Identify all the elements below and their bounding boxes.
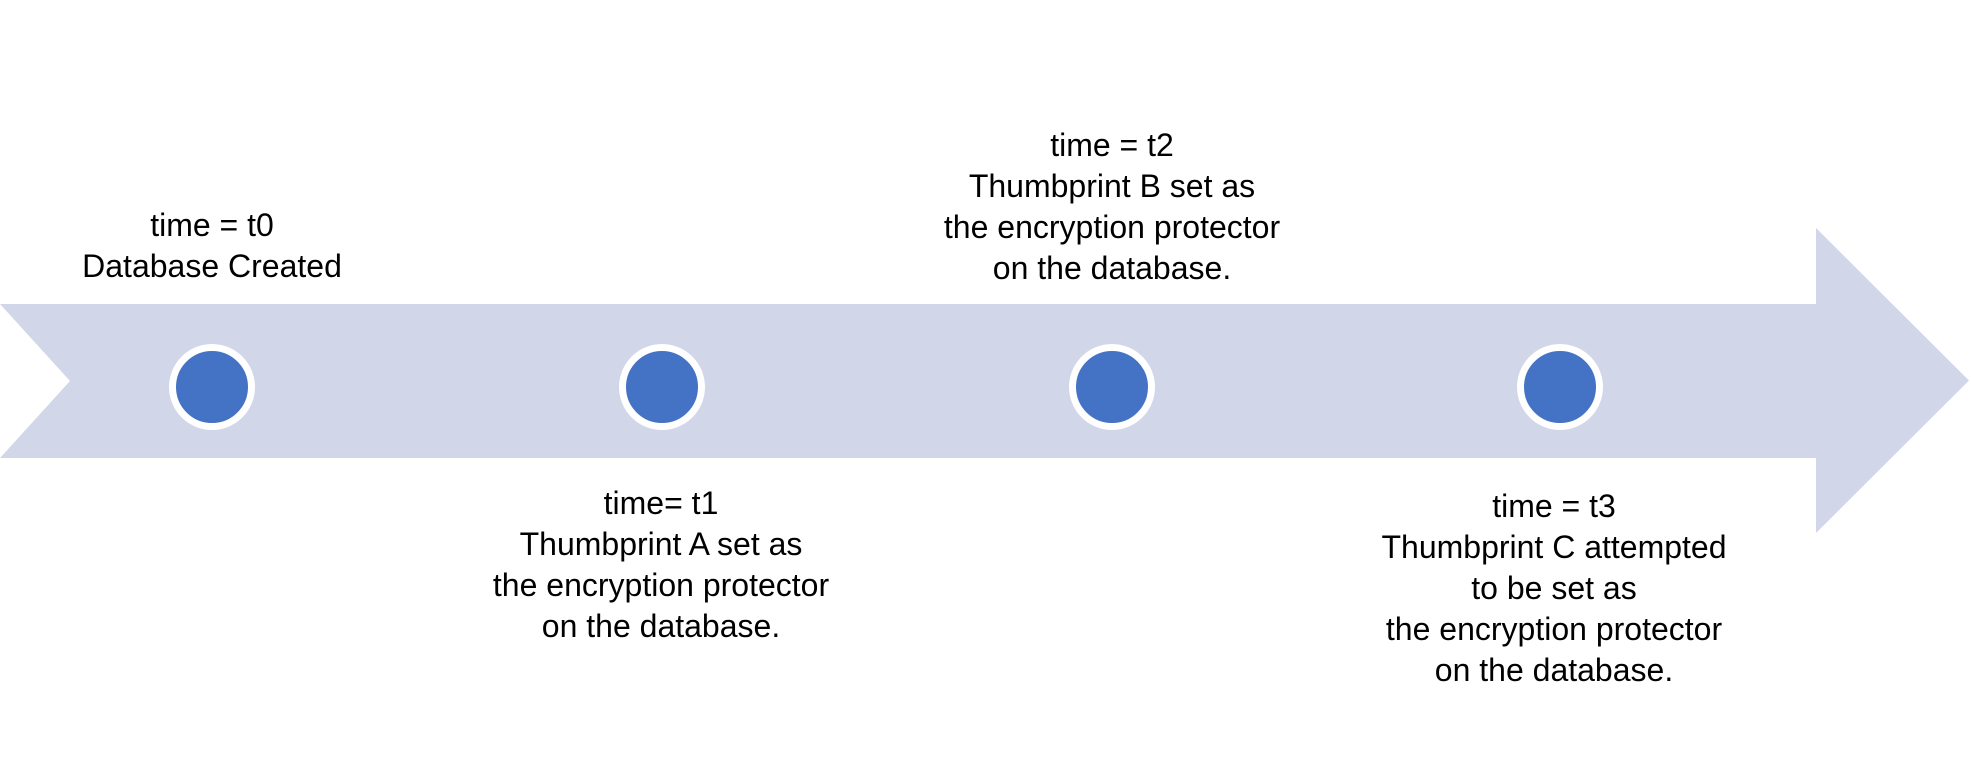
timeline-dot-t1 [619, 344, 705, 430]
timeline-label-t3: time = t3 Thumbprint C attempted to be s… [1381, 488, 1727, 688]
timeline-dot-t2 [1069, 344, 1155, 430]
timeline-dot-t0 [169, 344, 255, 430]
timeline-label-t1: time= t1 Thumbprint A set as the encrypt… [492, 485, 830, 644]
timeline-arrow-shape [0, 228, 1969, 533]
timeline-label-t2: time = t2 Thumbprint B set as the encryp… [943, 127, 1281, 286]
timeline-dot-t3 [1517, 344, 1603, 430]
timeline-label-t0: time = t0 Database Created [82, 207, 342, 284]
